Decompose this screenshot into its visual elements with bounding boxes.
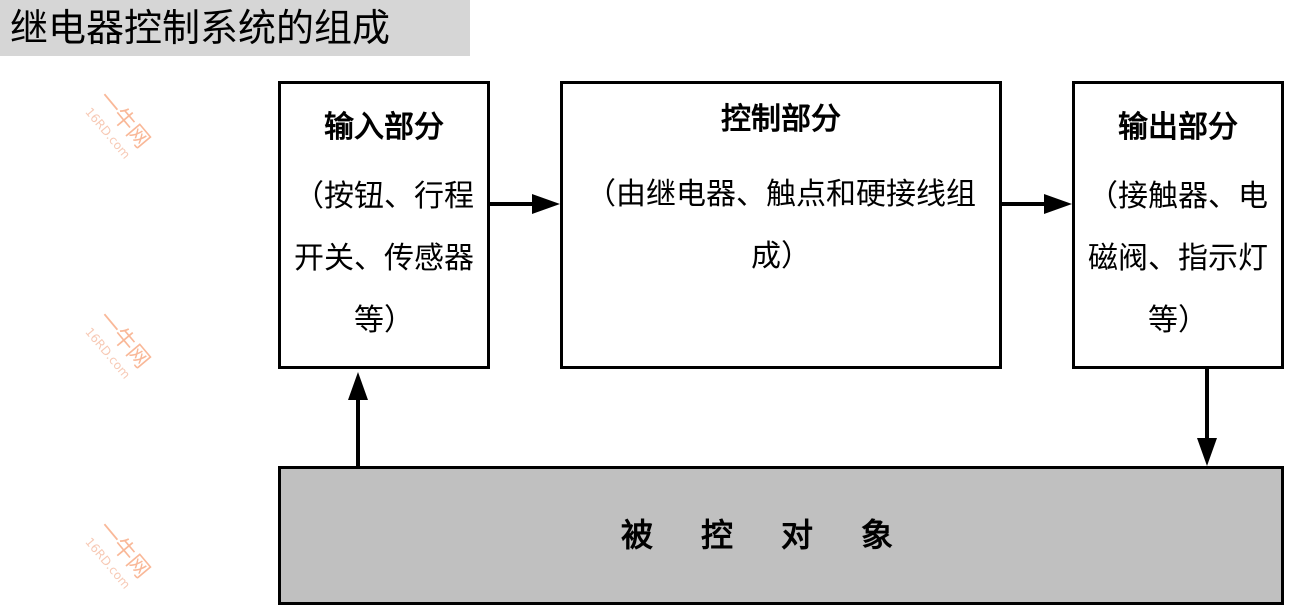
page-title: 继电器控制系统的组成 <box>0 0 470 56</box>
arrowhead <box>348 372 368 400</box>
arrowhead <box>1197 438 1217 466</box>
controlled-object-label: 被控对象 <box>620 516 941 554</box>
arrowhead <box>532 194 560 214</box>
output-heading: 输出部分 <box>1118 110 1238 145</box>
input-section-box: 输入部分 （按钮、行程开关、传感器等） <box>278 81 490 369</box>
output-section-box: 输出部分 （接触器、电磁阀、指示灯等） <box>1072 81 1284 369</box>
output-description: （接触器、电磁阀、指示灯等） <box>1088 179 1268 338</box>
control-description: （由继电器、触点和硬接线组成） <box>586 177 976 274</box>
control-heading: 控制部分 <box>721 102 841 137</box>
arrowhead <box>1044 194 1072 214</box>
controlled-object-box: 被控对象 <box>278 466 1284 605</box>
input-description: （按钮、行程开关、传感器等） <box>294 179 474 338</box>
input-heading: 输入部分 <box>324 110 444 145</box>
control-section-box: 控制部分 （由继电器、触点和硬接线组成） <box>560 81 1002 369</box>
